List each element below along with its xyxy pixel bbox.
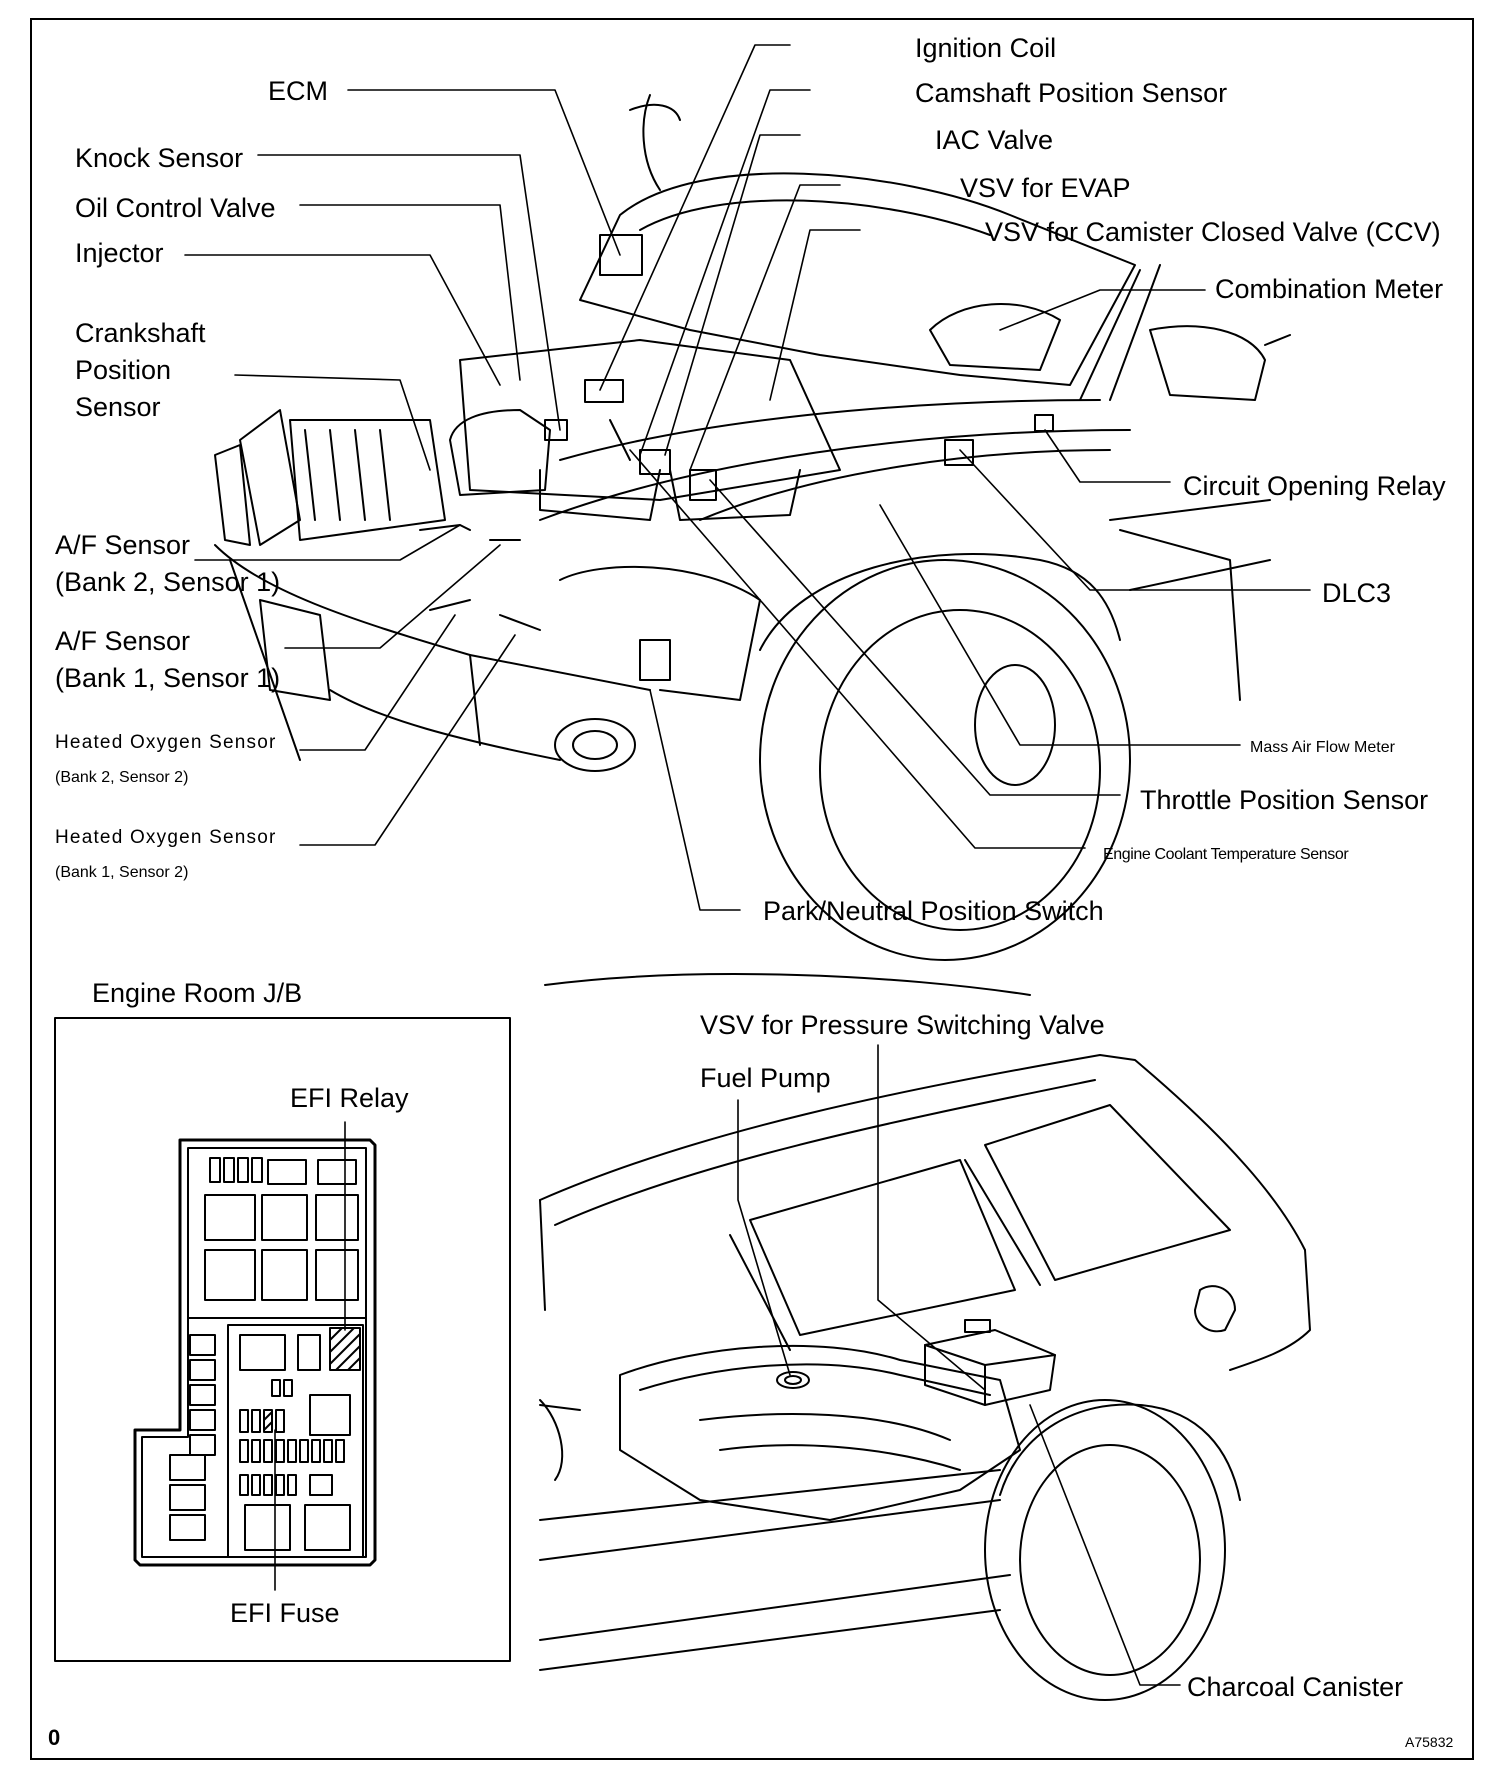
- label-af-sensor-bank2-line1: A/F Sensor: [55, 530, 191, 560]
- label-dlc3: DLC3: [1322, 578, 1392, 608]
- label-ignition-coil: Ignition Coil: [915, 33, 1057, 63]
- figure-code: A75832: [1405, 1734, 1454, 1750]
- jb-inset-box: [54, 1017, 511, 1662]
- label-injector: Injector: [75, 238, 164, 268]
- jb-leader-lines: [274, 1121, 346, 1591]
- label-camshaft-position-sensor: Camshaft Position Sensor: [915, 78, 1228, 108]
- label-ho2s-bank1-line1: Heated Oxygen Sensor: [55, 827, 277, 848]
- label-crankshaft-position-sensor-line3: Sensor: [75, 392, 161, 422]
- label-engine-room-jb: Engine Room J/B: [92, 978, 303, 1008]
- label-oil-control-valve: Oil Control Valve: [75, 193, 276, 223]
- label-af-sensor-bank1-line2: (Bank 1, Sensor 1): [55, 663, 281, 693]
- label-ho2s-bank2-line2: (Bank 2, Sensor 2): [55, 769, 189, 786]
- label-mass-air-flow-meter: Mass Air Flow Meter: [1250, 739, 1395, 756]
- label-crankshaft-position-sensor-line2: Position: [75, 355, 172, 385]
- label-af-sensor-bank2-line2: (Bank 2, Sensor 1): [55, 567, 281, 597]
- label-charcoal-canister: Charcoal Canister: [1187, 1672, 1404, 1702]
- label-park-neutral-position-switch: Park/Neutral Position Switch: [763, 896, 1104, 926]
- corner-mark: 0: [48, 1725, 61, 1750]
- label-efi-fuse: EFI Fuse: [230, 1598, 340, 1628]
- label-vsv-for-ccv: VSV for Camister Closed Valve (CCV): [985, 217, 1441, 247]
- label-vsv-pressure-switching-valve: VSV for Pressure Switching Valve: [700, 1010, 1105, 1040]
- label-fuel-pump: Fuel Pump: [700, 1063, 831, 1093]
- diagram-frame: [30, 18, 1474, 1760]
- rear-leader-lines: [737, 1044, 1181, 1686]
- label-ho2s-bank1-line2: (Bank 1, Sensor 2): [55, 864, 189, 881]
- label-vsv-for-evap: VSV for EVAP: [960, 173, 1131, 203]
- label-efi-relay: EFI Relay: [290, 1083, 409, 1113]
- label-crankshaft-position-sensor-line1: Crankshaft: [75, 318, 206, 348]
- label-engine-coolant-temperature-sensor: Engine Coolant Temperature Sensor: [1103, 846, 1349, 863]
- label-ho2s-bank2-line1: Heated Oxygen Sensor: [55, 732, 277, 753]
- label-combination-meter: Combination Meter: [1215, 274, 1444, 304]
- label-af-sensor-bank1-line1: A/F Sensor: [55, 626, 191, 656]
- label-throttle-position-sensor: Throttle Position Sensor: [1140, 785, 1429, 815]
- engine-room-jb-drawing: [54, 1017, 511, 1662]
- label-ecm: ECM: [268, 76, 328, 106]
- label-circuit-opening-relay: Circuit Opening Relay: [1183, 471, 1446, 501]
- rear-vehicle-drawing: [539, 973, 1311, 1701]
- label-knock-sensor: Knock Sensor: [75, 143, 244, 173]
- label-iac-valve: IAC Valve: [935, 125, 1054, 155]
- front-leader-lines: [184, 44, 1311, 911]
- front-vehicle-drawing: [214, 94, 1291, 961]
